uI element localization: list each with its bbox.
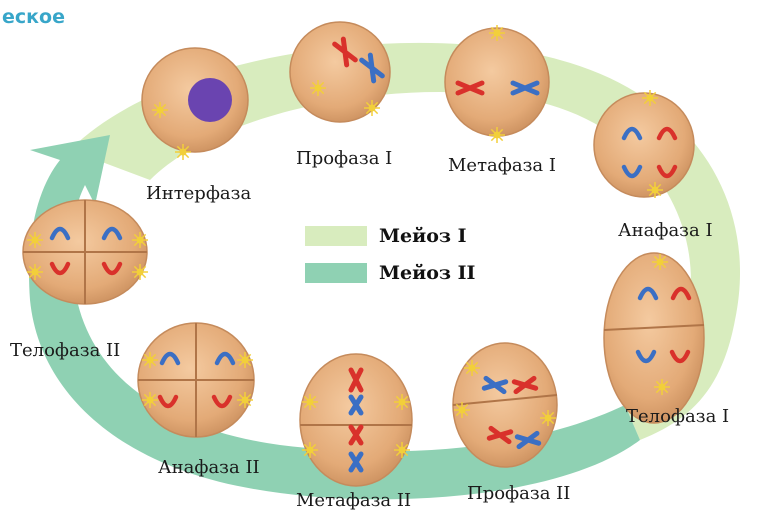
cell-telophase-i xyxy=(604,253,704,423)
cell-metaphase-i xyxy=(445,25,549,143)
centrosome xyxy=(237,352,253,368)
centrosome xyxy=(394,442,410,458)
cell-anaphase-ii xyxy=(138,323,254,437)
label-telophase-i: Телофаза I xyxy=(626,406,729,427)
corner-text: еское xyxy=(2,6,65,28)
centrosome xyxy=(302,394,318,410)
centrosome xyxy=(142,352,158,368)
cell-prophase-i xyxy=(290,22,390,122)
cell-telophase-ii xyxy=(23,200,148,304)
legend-swatch-meiosis-i xyxy=(305,226,367,246)
centrosome xyxy=(454,402,470,418)
cell-body xyxy=(604,253,704,423)
centrosome xyxy=(132,264,148,280)
centrosome xyxy=(132,232,148,248)
legend-label-meiosis-i: Мейоз I xyxy=(379,225,467,247)
centrosome xyxy=(310,80,326,96)
centrosome xyxy=(394,394,410,410)
cell-prophase-ii xyxy=(453,343,557,467)
label-telophase-ii: Телофаза II xyxy=(10,340,120,361)
legend-meiosis-i: Мейоз I xyxy=(305,225,467,247)
centrosome xyxy=(27,232,43,248)
cell-metaphase-ii xyxy=(300,354,412,486)
cell-body xyxy=(453,343,557,467)
label-anaphase-ii: Анафаза II xyxy=(158,457,260,478)
centrosome xyxy=(647,182,663,198)
centrosome xyxy=(540,410,556,426)
legend-swatch-meiosis-ii xyxy=(305,263,367,283)
label-metaphase-i: Метафаза I xyxy=(448,155,556,176)
centrosome xyxy=(489,25,505,41)
centrosome xyxy=(364,100,380,116)
cell-body xyxy=(594,93,694,197)
label-metaphase-ii: Метафаза II xyxy=(296,490,411,511)
centrosome xyxy=(464,360,480,376)
legend-label-meiosis-ii: Мейоз II xyxy=(379,262,475,284)
label-interphase: Интерфаза xyxy=(146,183,251,204)
centrosome xyxy=(642,90,658,106)
centrosome xyxy=(152,102,168,118)
centrosome xyxy=(652,254,668,270)
centrosome xyxy=(302,442,318,458)
label-anaphase-i: Анафаза I xyxy=(618,220,713,241)
centrosome xyxy=(237,392,253,408)
nucleus xyxy=(188,78,232,122)
centrosome xyxy=(489,127,505,143)
centrosome xyxy=(27,264,43,280)
label-prophase-ii: Профаза II xyxy=(467,483,570,504)
centrosome xyxy=(142,392,158,408)
legend-meiosis-ii: Мейоз II xyxy=(305,262,475,284)
label-prophase-i: Профаза I xyxy=(296,148,392,169)
centrosome xyxy=(654,379,670,395)
centrosome xyxy=(175,144,191,160)
